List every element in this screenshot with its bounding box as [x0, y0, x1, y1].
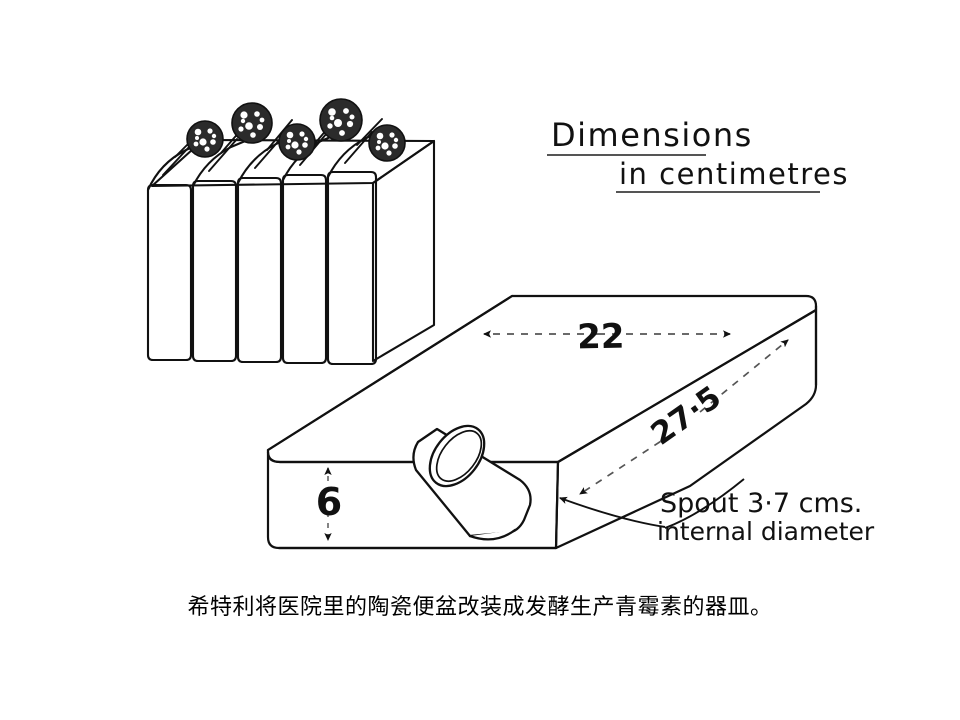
dimension-275-line [579, 433, 673, 495]
spout-leader-line [559, 496, 666, 528]
figure-caption: 希特利将医院里的陶瓷便盆改装成发酵生产青霉素的器皿。 [187, 595, 773, 620]
dimension-6-label: 6 [316, 480, 342, 524]
spout-callout-group: Spout 3·7 cms. internal diameter [559, 478, 875, 546]
cotton-wool-plug-icon [319, 98, 363, 142]
spout-leader-line [664, 478, 745, 529]
stacked-vessels-group [146, 98, 436, 366]
spout-label-line2: internal diameter [657, 517, 875, 546]
spout-mouth-inner [435, 430, 483, 482]
main-vessel-group [266, 294, 818, 550]
vessel-back-diagonal-edge [266, 294, 514, 452]
spout-lower-edge [468, 528, 517, 541]
spout-group [412, 424, 532, 541]
stack-spout-neck [162, 145, 191, 176]
stack-top-surface [150, 138, 436, 188]
dimension-275-line [699, 339, 789, 413]
dimension-6-group: 6 [316, 467, 342, 541]
cotton-wool-plug-icon [368, 124, 406, 162]
dimensions-note-line2: in centimetres [619, 157, 849, 191]
stack-spout-neck [356, 118, 383, 146]
cotton-wool-plug-icon [186, 120, 224, 158]
dimensions-note-line1: Dimensions [551, 116, 753, 154]
stack-spout-neck [208, 138, 238, 172]
stack-spout-neck [254, 136, 283, 169]
stack-spout-neck [344, 131, 373, 164]
stack-spout-neck [266, 119, 293, 151]
spout-label-line1: Spout 3·7 cms. [660, 488, 862, 519]
dimension-22-group: 22 [483, 317, 731, 358]
dimensions-note-group: Dimensions in centimetres [547, 116, 849, 193]
cotton-wool-plug-icon [278, 123, 316, 161]
dimension-22-label: 22 [577, 317, 625, 358]
cotton-wool-plug-icon [231, 102, 273, 144]
